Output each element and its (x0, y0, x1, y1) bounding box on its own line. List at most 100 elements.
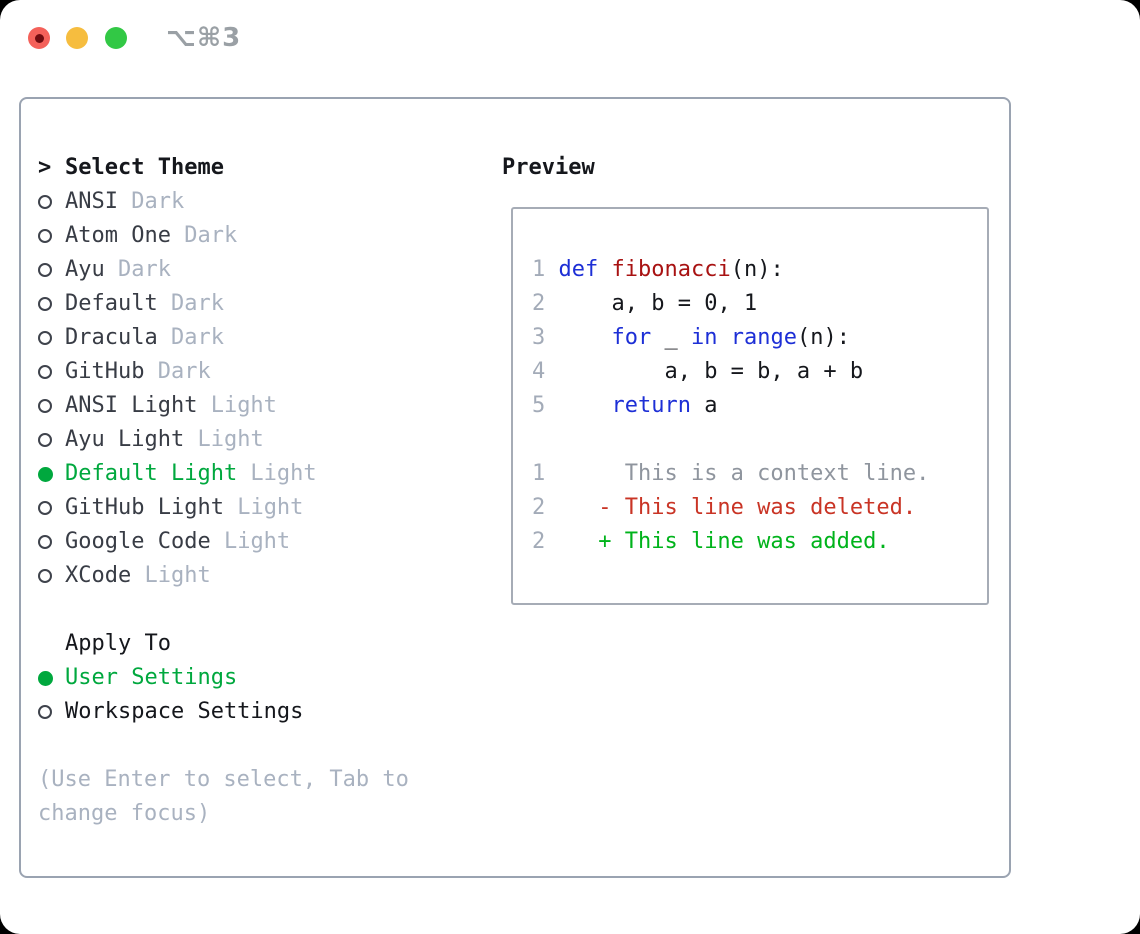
code-segment-keyword: in (690, 325, 718, 350)
theme-list-item[interactable]: Default Light Light (38, 457, 488, 491)
theme-variant: Dark (117, 189, 185, 214)
radio-selected-icon (38, 670, 53, 686)
theme-variant: Dark (157, 325, 224, 350)
minimize-button[interactable] (66, 27, 88, 49)
line-number: 2 (532, 529, 546, 554)
apply-option-label: User Settings (65, 665, 238, 690)
line-number: 3 (532, 325, 546, 350)
radio-icon (38, 195, 52, 209)
theme-list-item[interactable]: ANSI Light Light (38, 389, 488, 423)
theme-list-item[interactable]: Atom One Dark (38, 219, 488, 253)
code-segment-plain (559, 393, 612, 418)
theme-variant: Light (210, 529, 291, 554)
code-segment-plain: a (690, 393, 718, 418)
code-segment-plain: (n): (796, 325, 850, 350)
code-segment-function: fibonacci (611, 257, 731, 282)
apply-option[interactable]: User Settings (38, 661, 488, 695)
theme-list-item[interactable]: ANSI Dark (38, 185, 488, 219)
code-segment-plain (559, 325, 612, 350)
theme-name: GitHub (65, 359, 145, 384)
theme-variant: Light (184, 427, 264, 452)
theme-variant: Dark (170, 223, 238, 248)
theme-name: Google Code (65, 529, 211, 554)
apply-to-header-row: Apply To (38, 627, 488, 661)
line-number: 2 (532, 291, 546, 316)
unsaved-changes-icon (34, 33, 44, 43)
code-segment-keyword: def (558, 257, 599, 282)
code-line: 3 for _ in range(n): (532, 321, 971, 355)
code-segment-keyword: for (611, 325, 652, 350)
radio-selected-icon (38, 466, 53, 482)
radio-icon (38, 433, 52, 447)
line-number: 5 (532, 393, 546, 418)
theme-name: Ayu Light (65, 427, 185, 452)
diff-line-deleted: 2 - This line was deleted. (532, 491, 971, 525)
apply-option-label: Workspace Settings (65, 699, 304, 724)
diff-line-context: 1 This is a context line. (532, 457, 971, 491)
theme-name: Default Light (65, 461, 238, 486)
prompt-icon: > (38, 155, 52, 180)
theme-variant: Light (131, 563, 211, 588)
help-text: (Use Enter to select, Tab to change focu… (38, 767, 409, 826)
theme-list-item[interactable]: Ayu Dark (38, 253, 488, 287)
theme-list-item[interactable]: Ayu Light Light (38, 423, 488, 457)
radio-icon (38, 365, 52, 379)
close-button[interactable] (28, 27, 50, 49)
window-title: ⌥⌘3 (166, 23, 242, 53)
preview-title: Preview (502, 155, 595, 180)
theme-list-item[interactable]: XCode Light (38, 559, 488, 593)
diff-block: 1 This is a context line.2 - This line w… (532, 457, 971, 559)
diff-line-added: 2 + This line was added. (532, 525, 971, 559)
zoom-button[interactable] (105, 27, 127, 49)
code-line: 2 a, b = 0, 1 (532, 287, 971, 321)
theme-name: GitHub Light (65, 495, 224, 520)
code-segment-plain: _ (651, 325, 691, 350)
code-line: 4 a, b = b, a + b (532, 355, 971, 389)
theme-variant: Dark (144, 359, 211, 384)
code-segment-plain (598, 257, 611, 282)
line-number: 1 (532, 257, 546, 282)
radio-icon (38, 569, 52, 583)
diff-text: + This line was added. (545, 529, 890, 554)
code-segment-keyword: range (730, 325, 797, 350)
theme-name: ANSI Light (65, 393, 198, 418)
code-line: 5 return a (532, 389, 971, 423)
code-segment-plain: (n): (730, 257, 784, 282)
theme-name: ANSI (65, 189, 118, 214)
diff-text: This is a context line. (545, 461, 930, 486)
radio-icon (38, 501, 52, 515)
theme-name: Dracula (65, 325, 158, 350)
apply-to-title: Apply To (65, 631, 171, 656)
theme-variant: Dark (157, 291, 224, 316)
theme-list-item[interactable]: GitHub Light Light (38, 491, 488, 525)
radio-icon (38, 331, 52, 345)
code-segment-keyword: return (611, 393, 691, 418)
diff-text: - This line was deleted. (545, 495, 917, 520)
theme-list-item[interactable]: GitHub Dark (38, 355, 488, 389)
theme-name: Ayu (65, 257, 105, 282)
theme-name: XCode (65, 563, 132, 588)
line-number: 2 (532, 495, 546, 520)
code-segment-plain: a, b = b, a + b (558, 359, 864, 384)
theme-list-item[interactable]: Default Dark (38, 287, 488, 321)
theme-name: Default (65, 291, 158, 316)
code-segment-plain: a, b = 0, 1 (558, 291, 758, 316)
theme-list-item[interactable]: Dracula Dark (38, 321, 488, 355)
theme-variant: Light (223, 495, 304, 520)
radio-icon (38, 399, 52, 413)
theme-list-title: Select Theme (65, 155, 224, 180)
theme-list-item[interactable]: Google Code Light (38, 525, 488, 559)
apply-option[interactable]: Workspace Settings (38, 695, 488, 729)
radio-icon (38, 705, 52, 719)
radio-icon (38, 535, 52, 549)
radio-icon (38, 229, 52, 243)
radio-icon (38, 263, 52, 277)
